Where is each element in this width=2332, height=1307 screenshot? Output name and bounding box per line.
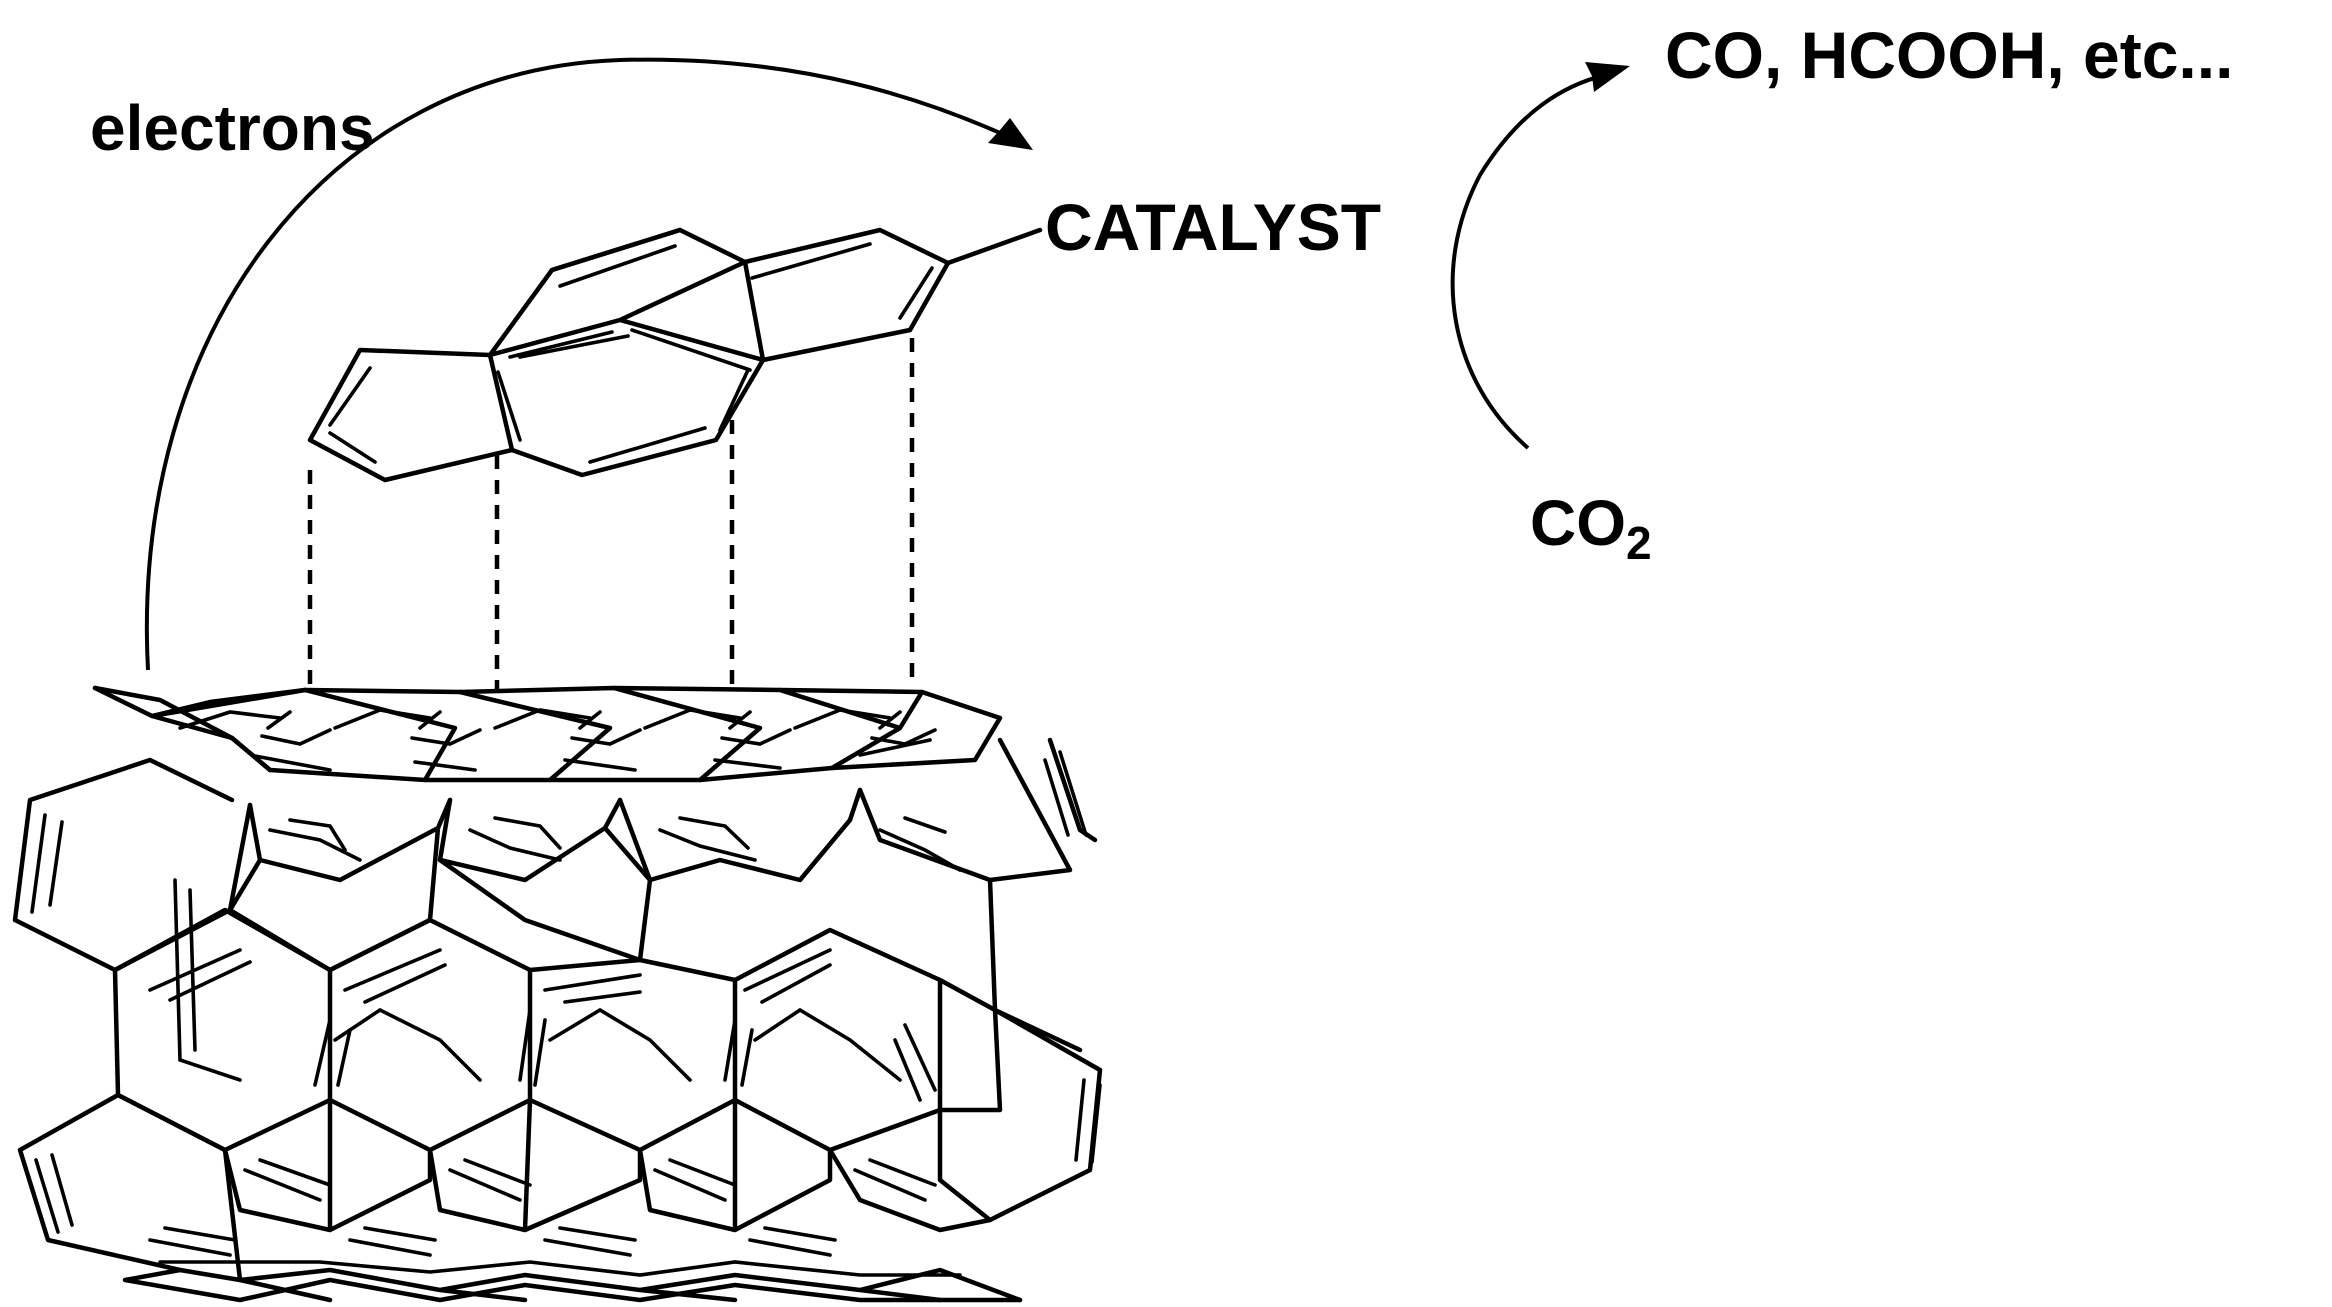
co2-formula: CO	[1530, 487, 1626, 559]
electron-transfer-arrow	[144, 57, 1033, 671]
catalyst-label: CATALYST	[1045, 190, 1381, 264]
co2-reduction-arrow	[1450, 62, 1630, 450]
products-label: CO, HCOOH, etc...	[1665, 18, 2233, 92]
co2-subscript: 2	[1626, 517, 1652, 569]
catalyst-tether-bond	[945, 227, 1043, 266]
pyrene-anchor	[307, 227, 951, 483]
electrons-label: electrons	[90, 92, 375, 164]
carbon-nanotube	[12, 685, 1103, 1303]
pi-stacking-lines	[307, 338, 915, 692]
co2-label: CO2	[1530, 487, 1652, 569]
nanotube-top-rim	[92, 685, 1003, 783]
nanotube-lattice	[12, 737, 1103, 1303]
